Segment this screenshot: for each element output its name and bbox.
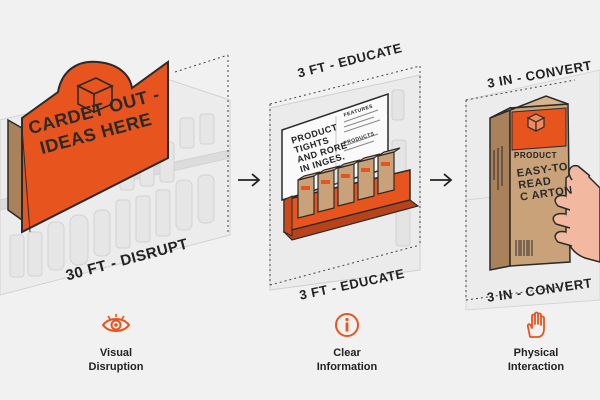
caption-line: Information <box>316 361 378 373</box>
info-icon <box>335 313 359 337</box>
caption-physical-interaction: Physical Interaction <box>476 346 596 374</box>
product-pack <box>337 159 361 207</box>
eye-icon <box>101 314 131 332</box>
carton-brand: PRODUCT <box>514 151 558 160</box>
disrupt-dotted-frame <box>174 54 229 232</box>
hand-holding-carton <box>552 164 600 263</box>
product-pack <box>357 153 381 201</box>
flow-arrow-1 <box>238 173 261 187</box>
box-logo-icon <box>76 77 114 114</box>
caption-clear-information: Clear Information <box>287 346 407 374</box>
cardboard-sign <box>7 60 169 234</box>
flow-arrow-2 <box>430 173 453 187</box>
convert-dotted-frame <box>465 79 576 301</box>
hand-icon <box>526 311 545 338</box>
product-pack <box>377 147 401 195</box>
caption-line: Interaction <box>507 361 565 373</box>
caption-line: Disruption <box>88 361 144 373</box>
caption-line: Physical <box>513 347 559 359</box>
caption-line: Clear <box>333 347 361 359</box>
barcode <box>515 240 533 256</box>
educate-dotted-frame <box>269 65 421 286</box>
product-packs <box>297 147 401 219</box>
product-carton <box>489 95 571 271</box>
caption-line: Visual <box>99 347 133 359</box>
carton-text: EASY-TO READ C ARTON <box>516 161 573 204</box>
caption-visual-disruption: Visual Disruption <box>56 346 176 374</box>
